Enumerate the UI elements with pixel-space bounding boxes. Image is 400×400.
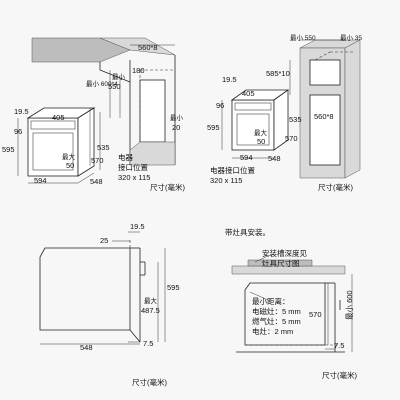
- label-min-600: 最小 600*4: [86, 79, 118, 88]
- label-550: 550: [108, 82, 121, 91]
- label-elec-2: 接口位置: [118, 162, 148, 172]
- label-groove-2: 灶具尺寸图: [262, 258, 300, 268]
- oven-door-window: [32, 132, 74, 171]
- label-unit-bl: 尺寸(毫米): [132, 377, 167, 387]
- label-7-5-bl: 7.5: [143, 339, 153, 348]
- tall-cabinet-side: [344, 39, 361, 179]
- label-595-bl: 595: [167, 283, 180, 292]
- label-560-8: 560*8: [138, 43, 158, 52]
- label-180: 180: [132, 66, 145, 75]
- dim-548: [77, 172, 95, 184]
- label-585-tr: 585*10: [266, 69, 290, 78]
- label-570-br: 570: [309, 310, 322, 319]
- label-unit-br: 尺寸(毫米): [322, 370, 357, 380]
- label-548: 548: [90, 177, 103, 186]
- oven-side-view: [39, 247, 131, 331]
- oven-front-2: [231, 99, 275, 151]
- label-min-dist: 最小距离：: [252, 296, 290, 306]
- label-elec-3: 320 x 115: [118, 173, 150, 182]
- label-594-tr: 594: [240, 153, 253, 162]
- label-7-5-br: 7.5: [334, 341, 344, 350]
- label-548-bl: 548: [80, 343, 93, 352]
- label-min-550: 最小: [112, 72, 126, 81]
- label-note-br: 带灶具安装。: [225, 227, 270, 237]
- label-50-tr: 50: [257, 137, 265, 146]
- label-elec-tr-1: 电器接口位置: [210, 165, 255, 175]
- label-535: 535: [97, 143, 110, 152]
- label-570: 570: [91, 156, 104, 165]
- label-min-600-br: 最小 600: [345, 290, 354, 320]
- label-535-tr: 535: [289, 115, 302, 124]
- oven-control-panel: [30, 120, 76, 130]
- label-19-5-bl: 19.5: [130, 222, 145, 231]
- label-unit: 尺寸(毫米): [150, 182, 185, 192]
- label-96: 96: [14, 127, 22, 136]
- label-groove-1: 安装槽深度见: [262, 248, 307, 258]
- panel-top-left: 560*8 最小 600*4 最小 550 180 最小 20 405 19.5…: [2, 37, 185, 192]
- countertop: [31, 37, 131, 63]
- label-gas: 燃气灶：5 mm: [252, 316, 301, 326]
- label-405: 405: [52, 113, 65, 122]
- label-min-20: 最小: [170, 113, 184, 122]
- oven-control-2: [234, 102, 272, 111]
- label-19-5: 19.5: [14, 107, 29, 116]
- label-487-bl: 487.5: [141, 306, 160, 315]
- label-induction: 电磁灶：5 mm: [252, 306, 301, 316]
- label-elec-tr-2: 320 x 115: [210, 176, 242, 185]
- panel-top-right: 最小 550 最小 35 19.5 405 585*10 96 595 最大 5…: [207, 33, 362, 192]
- label-25-bl: 25: [100, 236, 108, 245]
- cabinet-top-edge: [99, 60, 131, 83]
- front-bottom: [129, 329, 141, 343]
- label-unit-tr: 尺寸(毫米): [318, 182, 353, 192]
- label-20: 20: [172, 123, 180, 132]
- panel-bottom-left: 19.5 25 595 最大 487.5 548 7.5 尺寸(毫米): [39, 222, 180, 387]
- upper-niche: [309, 59, 341, 86]
- label-594: 594: [34, 176, 47, 185]
- label-electric: 电灶：2 mm: [252, 326, 293, 336]
- niche-opening: [139, 79, 166, 143]
- label-max: 最大: [62, 152, 76, 161]
- label-595: 595: [2, 145, 15, 154]
- leader-min-dist: [249, 291, 269, 301]
- oven-window-2: [236, 113, 270, 146]
- label-50: 50: [66, 161, 74, 170]
- label-96-tr: 96: [216, 101, 224, 110]
- label-560-tr: 560*8: [314, 112, 334, 121]
- label-max-tr: 最大: [254, 128, 268, 137]
- cabinet-floor: [129, 141, 176, 166]
- label-548-tr: 548: [268, 154, 281, 163]
- oven-side-2: [273, 89, 289, 151]
- oven-niche: [309, 94, 341, 166]
- label-19-5-tr: 19.5: [222, 75, 237, 84]
- leader-groove: [254, 254, 271, 263]
- panel-bottom-right: 带灶具安装。 安装槽深度见 灶具尺寸图 最小距离： 电磁灶：5 mm 燃气灶：5…: [225, 227, 357, 380]
- label-elec-1: 电器: [118, 152, 133, 162]
- cooktop: [247, 259, 313, 267]
- oven-side: [77, 107, 95, 177]
- label-570-tr: 570: [285, 134, 298, 143]
- label-min-550-tr: 最小 550: [290, 33, 316, 42]
- label-min-35-tr: 最小 35: [340, 33, 362, 42]
- label-595-tr: 595: [207, 123, 220, 132]
- label-405-tr: 405: [242, 89, 255, 98]
- niche-dashed-1: [314, 51, 331, 61]
- label-max-bl: 最大: [144, 296, 158, 305]
